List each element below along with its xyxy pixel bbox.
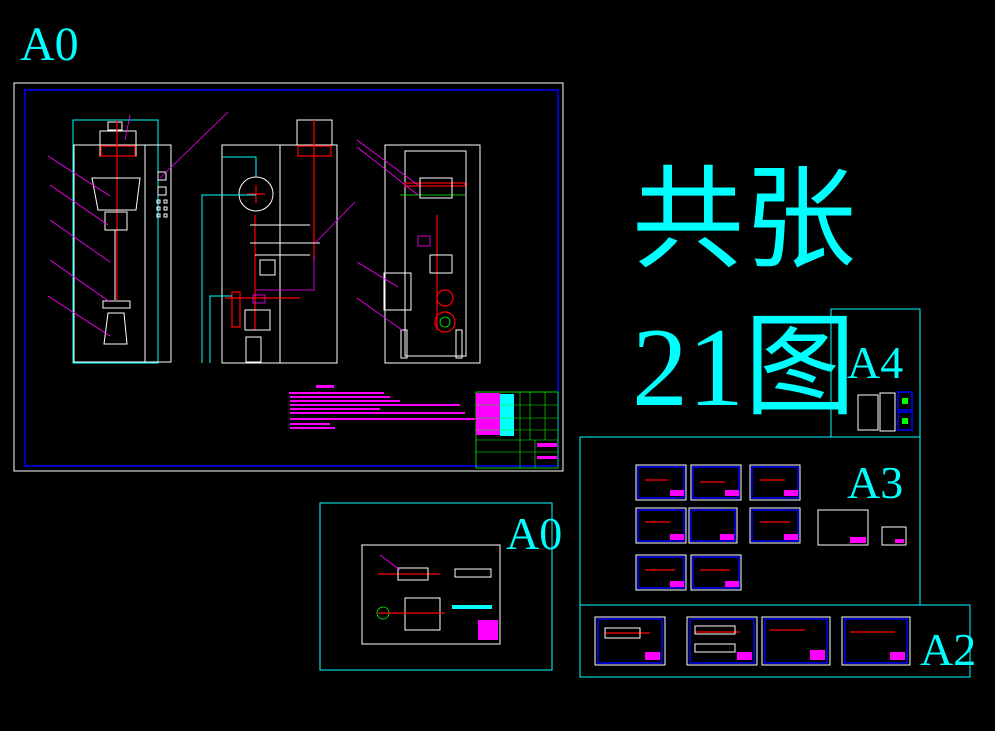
a3-sheets-group[interactable]: A3 bbox=[579, 436, 921, 606]
title-block bbox=[475, 391, 559, 469]
a4-size-label: A4 bbox=[847, 337, 903, 388]
sheet-count-line2: 21图 bbox=[632, 306, 856, 430]
side-view bbox=[201, 119, 356, 364]
front-view bbox=[47, 111, 229, 364]
second-sheet-size-label: A0 bbox=[506, 508, 562, 559]
main-sheet-size-label: A0 bbox=[20, 18, 79, 71]
main-a0-sheet[interactable] bbox=[13, 82, 564, 472]
rear-view bbox=[356, 139, 481, 364]
sheet-count-line1: 共张 bbox=[632, 159, 856, 283]
a4-sheets-group[interactable]: A4 bbox=[830, 308, 921, 438]
a2-size-label: A2 bbox=[920, 624, 976, 675]
second-a0-sheet[interactable]: A0 bbox=[319, 502, 562, 671]
a3-size-label: A3 bbox=[847, 457, 903, 508]
a3-sheet-thumbnails bbox=[635, 464, 907, 591]
a2-sheets-group[interactable]: A2 bbox=[579, 604, 976, 678]
a2-sheet-thumbnails bbox=[594, 616, 911, 666]
technical-notes bbox=[289, 385, 475, 429]
